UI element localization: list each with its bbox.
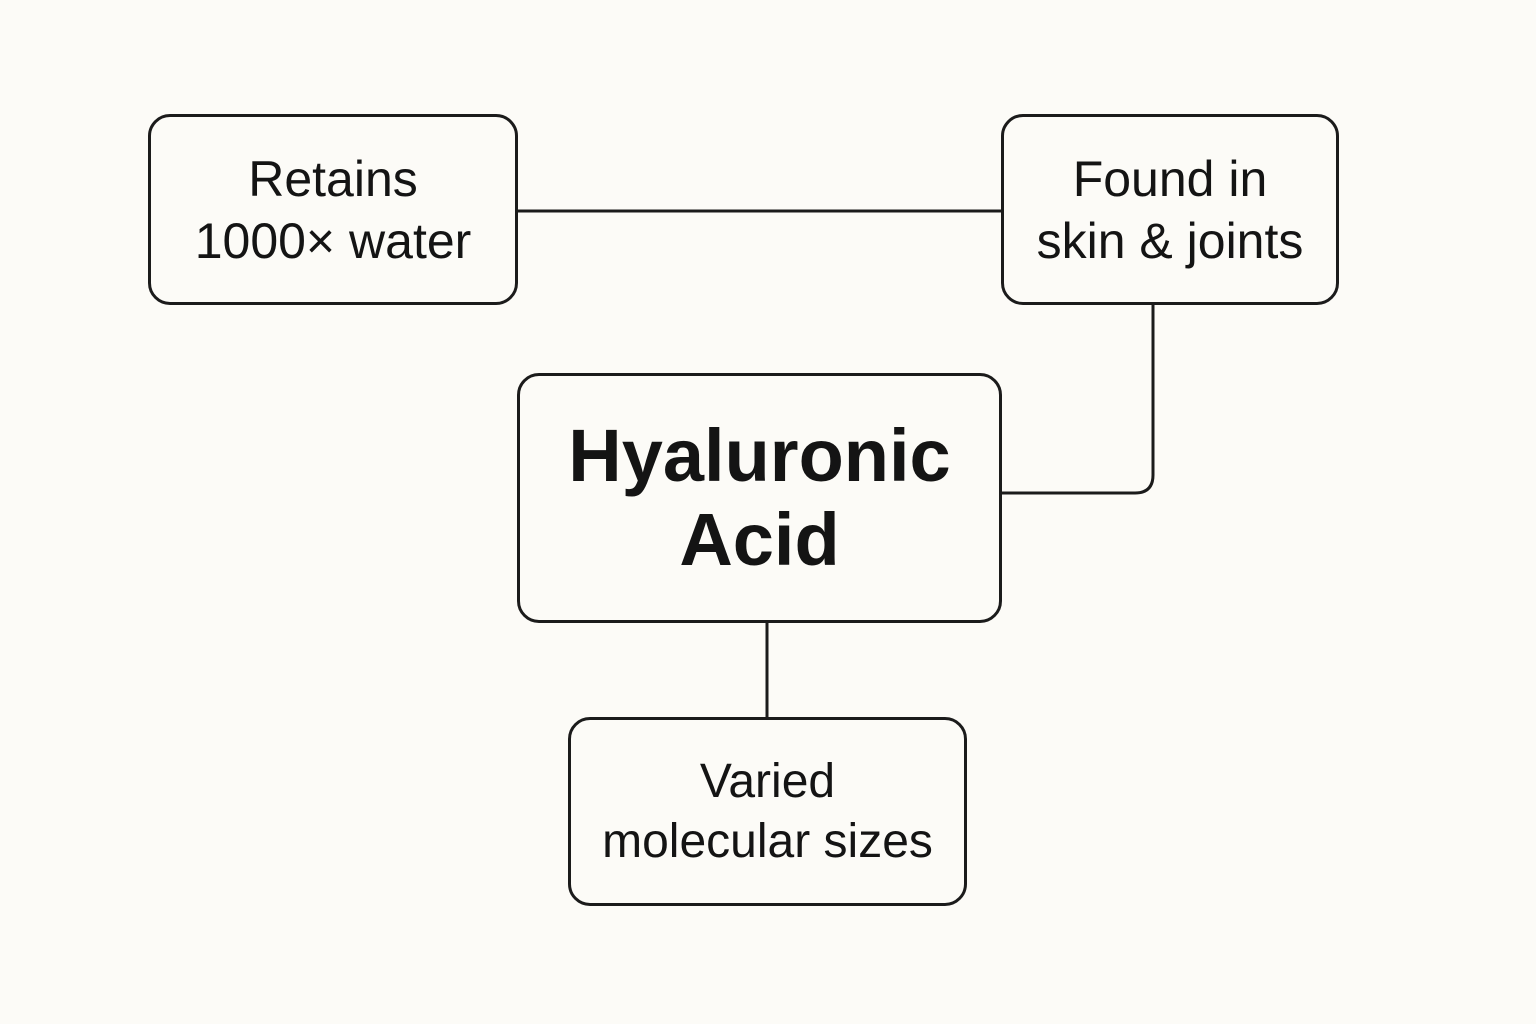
node-found-in-skin-joints-line-1: Found in [1072,150,1268,207]
node-varied-molecular-sizes: Varied molecular sizes [568,717,967,906]
node-hyaluronic-acid-line-2: Acid [679,498,840,581]
node-varied-molecular-sizes-line-2: molecular sizes [602,814,933,868]
node-found-in-skin-joints: Found in skin & joints [1001,114,1339,305]
node-retains-water: Retains 1000× water [148,114,518,305]
connector-found-center [1002,305,1155,495]
node-varied-molecular-sizes-line-1: Varied [699,754,836,808]
node-found-in-skin-joints-text: Found in skin & joints [1037,148,1304,272]
node-hyaluronic-acid-text: Hyaluronic Acid [568,414,950,582]
node-found-in-skin-joints-line-2: skin & joints [1036,212,1304,269]
node-retains-water-line-2: 1000× water [194,212,472,269]
node-hyaluronic-acid: Hyaluronic Acid [517,373,1002,623]
node-varied-molecular-sizes-text: Varied molecular sizes [602,752,933,872]
node-retains-water-text: Retains 1000× water [195,148,472,272]
node-retains-water-line-1: Retains [248,150,418,207]
node-hyaluronic-acid-line-1: Hyaluronic [568,414,951,497]
